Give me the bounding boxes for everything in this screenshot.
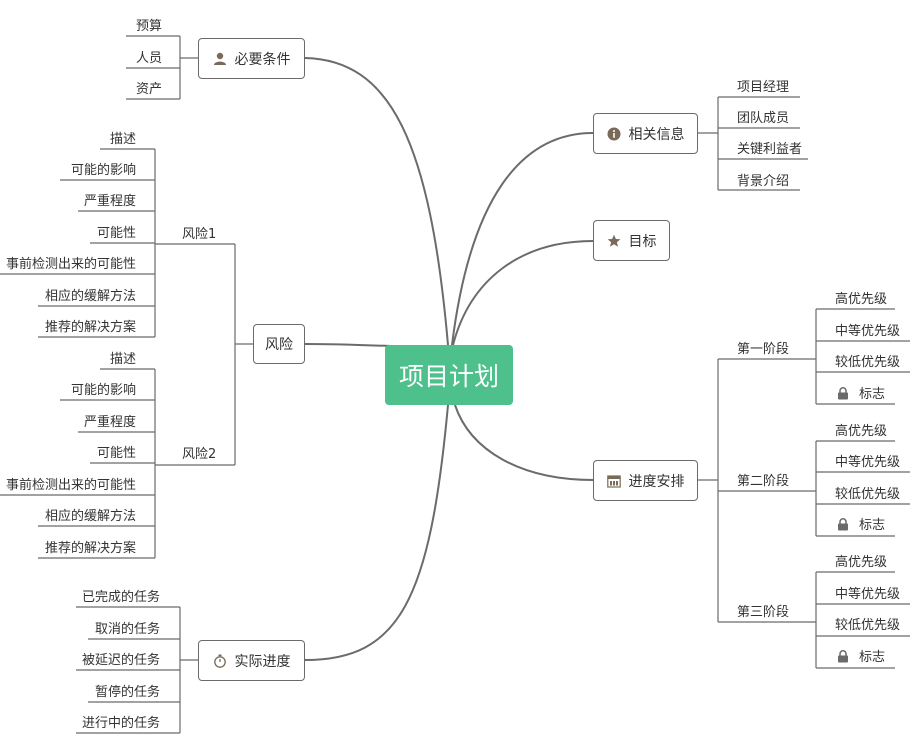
phase2-low[interactable]: 较低优先级 [835,487,901,502]
risk1-description[interactable]: 描述 [109,132,136,147]
topic-risk[interactable]: 风险 [253,324,305,364]
phase2-high[interactable]: 高优先级 [835,424,888,439]
risk2-solution[interactable]: 推荐的解决方案 [44,541,136,556]
calendar-icon [606,474,621,488]
topic-label: 风险 [265,337,293,353]
flag-label: 标志 [859,387,886,402]
flag-label: 标志 [859,518,886,533]
lock-icon [837,650,849,668]
risk2-detectability[interactable]: 事前检测出来的可能性 [5,478,136,493]
lock-icon [837,387,849,405]
phase2-medium[interactable]: 中等优先级 [835,455,901,470]
topic-label: 进度安排 [628,473,685,490]
info-project-manager[interactable]: 项目经理 [737,80,790,95]
leaf-personnel[interactable]: 人员 [136,51,163,66]
star-icon [607,234,621,248]
risk2-description[interactable]: 描述 [109,352,136,367]
progress-paused[interactable]: 暂停的任务 [94,685,160,700]
central-topic[interactable]: 项目计划 [385,345,513,405]
topic-label: 目标 [628,233,657,250]
lock-icon [837,518,849,536]
risk1-solution[interactable]: 推荐的解决方案 [44,320,136,335]
leaf-assets[interactable]: 资产 [136,82,163,97]
phase1-flag[interactable]: 标志 [837,387,885,405]
risk-group-2[interactable]: 风险2 [182,447,217,462]
risk1-likelihood[interactable]: 可能性 [96,226,136,241]
topic-related-info[interactable]: 相关信息 [593,113,698,154]
risk-group-1[interactable]: 风险1 [182,227,217,242]
risk2-severity[interactable]: 严重程度 [83,415,136,430]
info-icon [607,127,621,141]
risk1-mitigation[interactable]: 相应的缓解方法 [44,289,136,304]
risk2-mitigation[interactable]: 相应的缓解方法 [44,509,136,524]
info-stakeholders[interactable]: 关键利益者 [737,142,803,157]
leaf-budget[interactable]: 预算 [136,19,163,34]
phase-2[interactable]: 第二阶段 [737,474,790,489]
risk2-likelihood[interactable]: 可能性 [96,446,136,461]
progress-in-progress[interactable]: 进行中的任务 [81,716,160,731]
risk1-impact[interactable]: 可能的影响 [70,163,136,178]
topic-label: 相关信息 [628,126,685,143]
topic-label: 必要条件 [234,51,291,68]
person-icon [213,52,227,66]
stopwatch-icon [213,654,227,668]
risk1-severity[interactable]: 严重程度 [83,194,136,209]
info-background[interactable]: 背景介绍 [737,174,790,189]
topic-schedule[interactable]: 进度安排 [593,460,698,501]
flag-label: 标志 [859,650,886,665]
topic-prerequisites[interactable]: 必要条件 [198,38,305,79]
phase1-medium[interactable]: 中等优先级 [835,324,901,339]
progress-delayed[interactable]: 被延迟的任务 [81,653,160,668]
phase3-flag[interactable]: 标志 [837,650,885,668]
topic-actual-progress[interactable]: 实际进度 [198,640,305,681]
phase-1[interactable]: 第一阶段 [737,342,790,357]
phase1-high[interactable]: 高优先级 [835,292,888,307]
risk2-impact[interactable]: 可能的影响 [70,383,136,398]
progress-completed[interactable]: 已完成的任务 [81,590,160,605]
phase3-medium[interactable]: 中等优先级 [835,587,901,602]
topic-goal[interactable]: 目标 [593,220,670,261]
phase3-high[interactable]: 高优先级 [835,555,888,570]
phase1-low[interactable]: 较低优先级 [835,355,901,370]
info-team-members[interactable]: 团队成员 [737,111,790,126]
topic-label: 实际进度 [234,653,291,670]
phase-3[interactable]: 第三阶段 [737,605,790,620]
progress-cancelled[interactable]: 取消的任务 [94,622,160,637]
risk1-detectability[interactable]: 事前检测出来的可能性 [5,257,136,272]
phase2-flag[interactable]: 标志 [837,518,885,536]
phase3-low[interactable]: 较低优先级 [835,618,901,633]
